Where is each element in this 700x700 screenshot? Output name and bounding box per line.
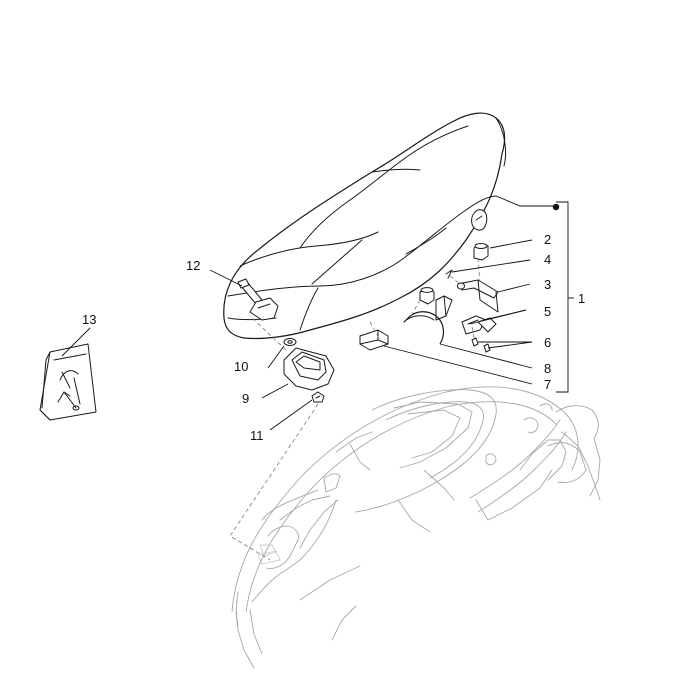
part-13-tool-kit-bag bbox=[39, 343, 97, 421]
part-4-spring-clip bbox=[445, 269, 453, 279]
part-8-cable-strap bbox=[403, 311, 445, 345]
callout-7: 7 bbox=[544, 377, 551, 392]
callout-1: 1 bbox=[578, 291, 585, 306]
part-10-washer bbox=[283, 338, 297, 346]
callout-11: 11 bbox=[250, 428, 264, 443]
part-12-bolt bbox=[237, 278, 263, 305]
part-6-screws bbox=[471, 337, 491, 353]
assembly-guide-lines bbox=[229, 257, 481, 561]
seat bbox=[223, 112, 507, 340]
callout-8: 8 bbox=[544, 361, 551, 376]
callout-labels: 2 4 3 1 5 6 8 7 10 9 11 12 13 bbox=[82, 232, 585, 443]
callout-2: 2 bbox=[544, 232, 551, 247]
part-9-storage-tray bbox=[283, 347, 335, 391]
callout-10: 10 bbox=[234, 359, 248, 374]
callout-6: 6 bbox=[544, 335, 551, 350]
rubber-buffer-lower bbox=[419, 287, 435, 305]
callout-4: 4 bbox=[544, 252, 551, 267]
callout-12: 12 bbox=[186, 258, 200, 273]
part-5-lock-plate bbox=[461, 315, 497, 335]
part-11-clip bbox=[311, 391, 325, 403]
part-2-rubber-buffer bbox=[473, 243, 489, 261]
reference-dot bbox=[552, 203, 560, 211]
leader-lines bbox=[61, 195, 574, 431]
callout-13: 13 bbox=[82, 312, 96, 327]
callout-5: 5 bbox=[544, 304, 551, 319]
callout-3: 3 bbox=[544, 277, 551, 292]
scooter-frame-ghost bbox=[231, 386, 601, 669]
part-3-seat-hinge bbox=[457, 279, 499, 313]
callout-9: 9 bbox=[242, 391, 249, 406]
part-7-seat-latch bbox=[359, 329, 389, 351]
seat-hook-plate bbox=[249, 297, 279, 321]
hinge-block bbox=[435, 295, 453, 321]
